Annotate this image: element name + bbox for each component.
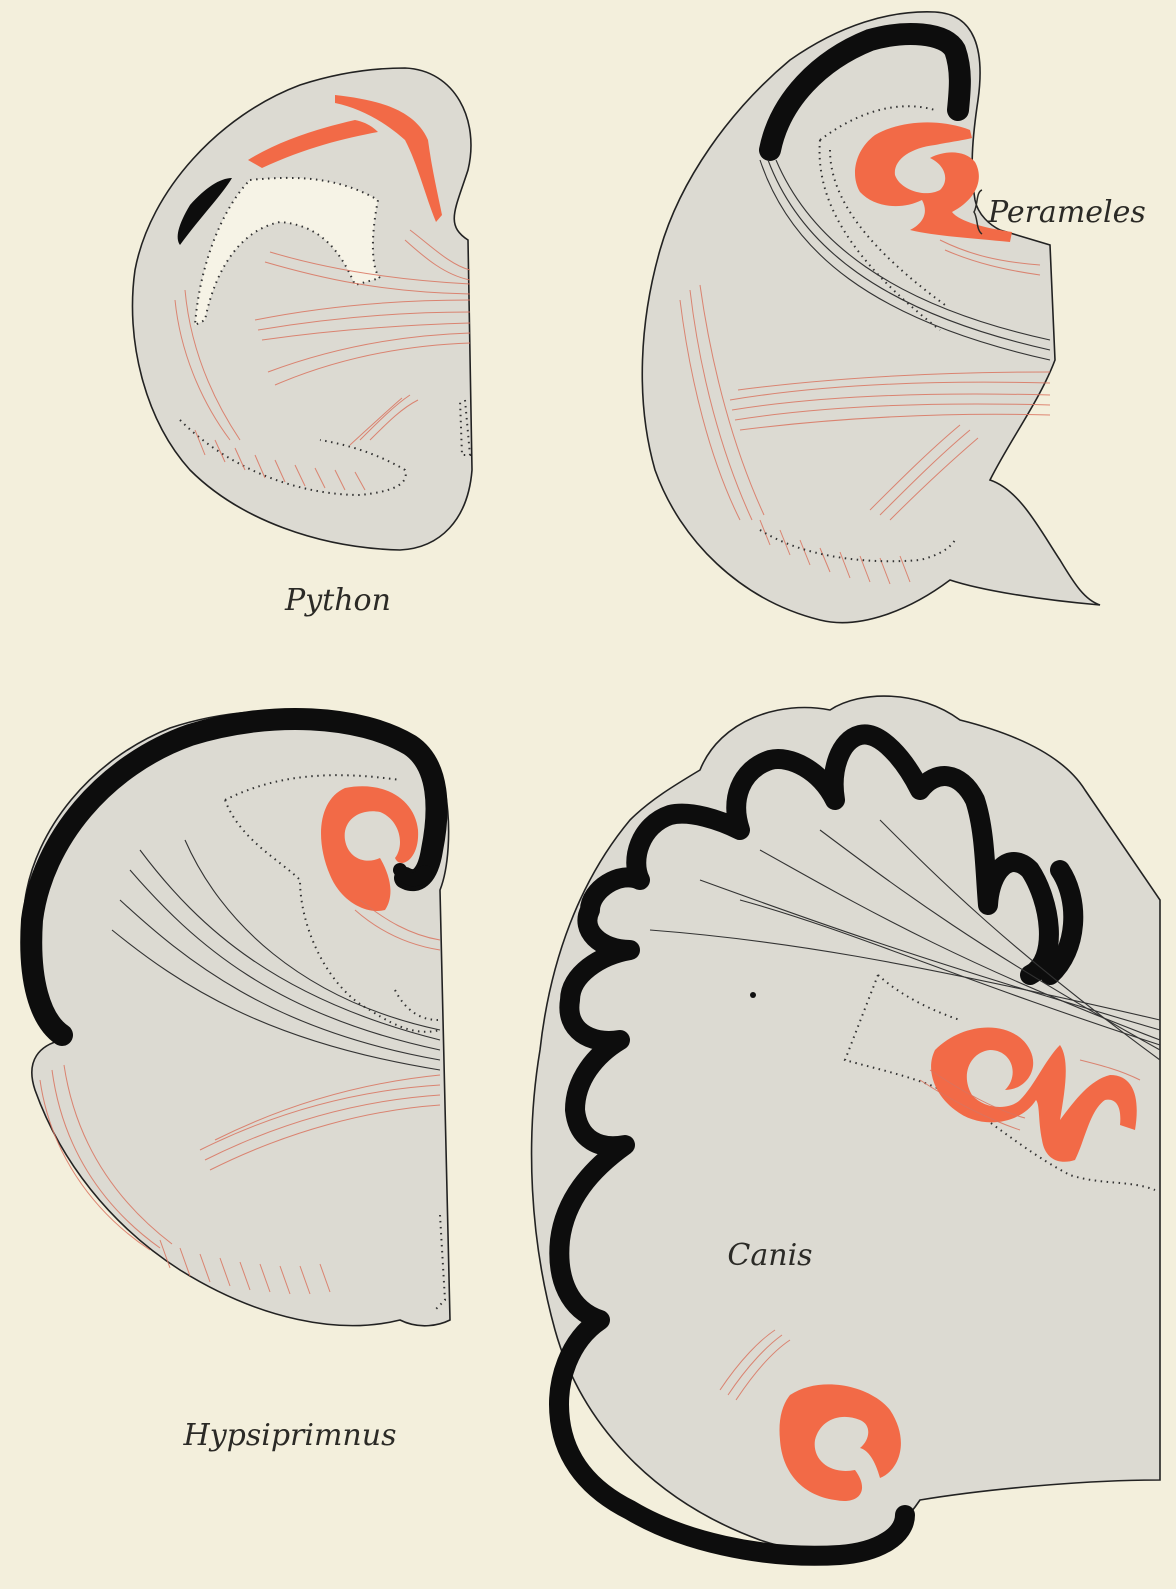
hypsiprimnus-label: Hypsiprimnus (183, 1418, 397, 1453)
python-section: Python (132, 68, 472, 618)
perameles-outline (642, 12, 1100, 623)
canis-label: Canis (727, 1238, 812, 1273)
hypsiprimnus-section: Hypsiprimnus (24, 710, 450, 1453)
canis-dot (750, 992, 756, 998)
perameles-section: Perameles (642, 12, 1145, 623)
canis-section: Canis (532, 696, 1160, 1556)
python-label: Python (284, 583, 391, 618)
perameles-label: Perameles (987, 195, 1146, 230)
